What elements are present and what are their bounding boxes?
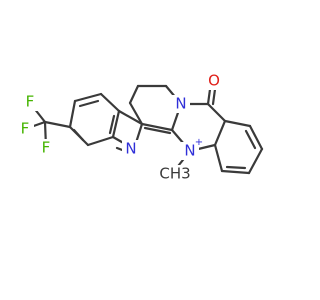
- atom-n-indole: N: [125, 140, 136, 158]
- bond-layer: [23, 80, 264, 175]
- atom-methyl: CH3: [159, 165, 190, 183]
- chemical-structure: N N + N O F F F CH3: [16, 71, 264, 183]
- label-mask-f3: [37, 139, 55, 157]
- label-mask-n-plus: [181, 142, 199, 160]
- label-mask-f1: [21, 93, 39, 111]
- label-mask-methyl: [160, 165, 190, 183]
- atom-oxygen: O: [208, 72, 220, 90]
- atom-fluorine-1: F: [26, 93, 35, 111]
- label-mask-n-indole: [122, 140, 140, 158]
- atom-n-plus: N: [184, 142, 195, 160]
- atom-fluorine-3: F: [42, 139, 51, 157]
- label-mask-f2: [16, 120, 34, 138]
- atom-fluorine-2: F: [21, 120, 30, 138]
- atom-n-amide: N: [175, 95, 186, 113]
- atom-label-layer: N N + N O F F F CH3: [16, 72, 223, 183]
- label-mask-n-amide: [172, 95, 190, 113]
- atom-n-plus-charge: +: [195, 137, 203, 148]
- label-mask-oxygen: [205, 72, 223, 90]
